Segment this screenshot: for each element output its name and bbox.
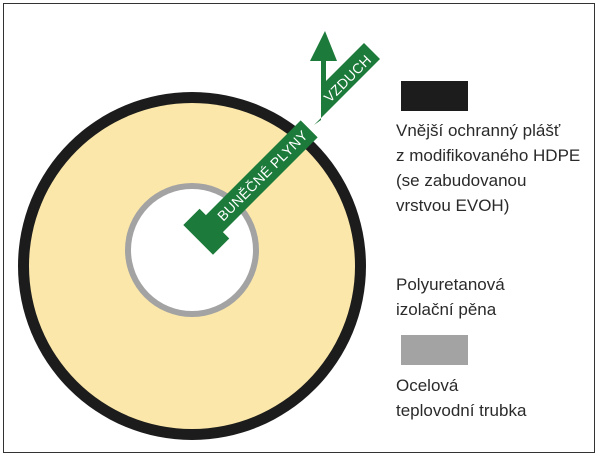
- legend-swatch-outer-jacket: [401, 81, 468, 111]
- legend-outer-jacket-text: Vnější ochranný plášť z modifikovaného H…: [396, 121, 581, 215]
- cell-gas-arrow-shape: [183, 120, 318, 255]
- legend-swatch-steel-pipe: [401, 335, 468, 365]
- legend-foam-text: Polyuretanová izolační pěna: [396, 275, 505, 319]
- pipe-cross-section-diagram: BUNĚČNÉ PLYNY VZDUCH: [18, 31, 468, 440]
- air-arrow: VZDUCH: [310, 31, 380, 125]
- diagram-frame: BUNĚČNÉ PLYNY VZDUCH Vnější ochranný plá…: [3, 3, 595, 453]
- air-arrow-shape: [310, 31, 380, 125]
- legend-steel-pipe-text: Ocelová teplovodní trubka: [396, 376, 527, 420]
